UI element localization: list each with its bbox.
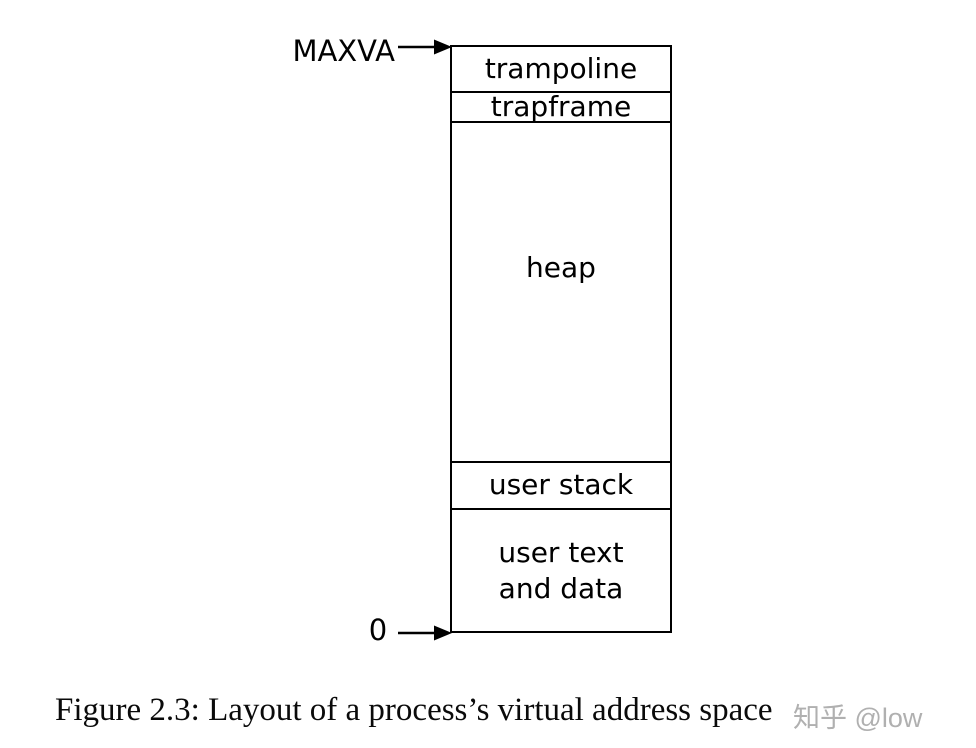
section-user-text-line1: user text: [498, 535, 624, 569]
section-trapframe-label: trapframe: [490, 89, 632, 123]
section-trampoline: trampoline: [452, 47, 670, 93]
section-trampoline-label: trampoline: [484, 51, 638, 85]
section-user-stack: user stack: [452, 463, 670, 510]
section-trapframe: trapframe: [452, 89, 670, 123]
section-heap: heap: [452, 123, 670, 463]
section-user-text-and-data: user text and data: [452, 510, 670, 631]
section-heap-label: heap: [526, 250, 596, 284]
section-user-text-line2: and data: [498, 571, 624, 605]
section-user-stack-label: user stack: [488, 468, 634, 502]
figure-caption: Figure 2.3: Layout of a process’s virtua…: [55, 692, 773, 728]
maxva-arrow: [398, 39, 452, 55]
zero-arrow: [398, 625, 452, 641]
maxva-label: MAXVA: [292, 34, 395, 68]
address-space-box: trampoline trapframe heap user stack use…: [450, 45, 672, 633]
zero-label: 0: [368, 613, 388, 647]
watermark: 知乎 @low: [793, 703, 923, 733]
